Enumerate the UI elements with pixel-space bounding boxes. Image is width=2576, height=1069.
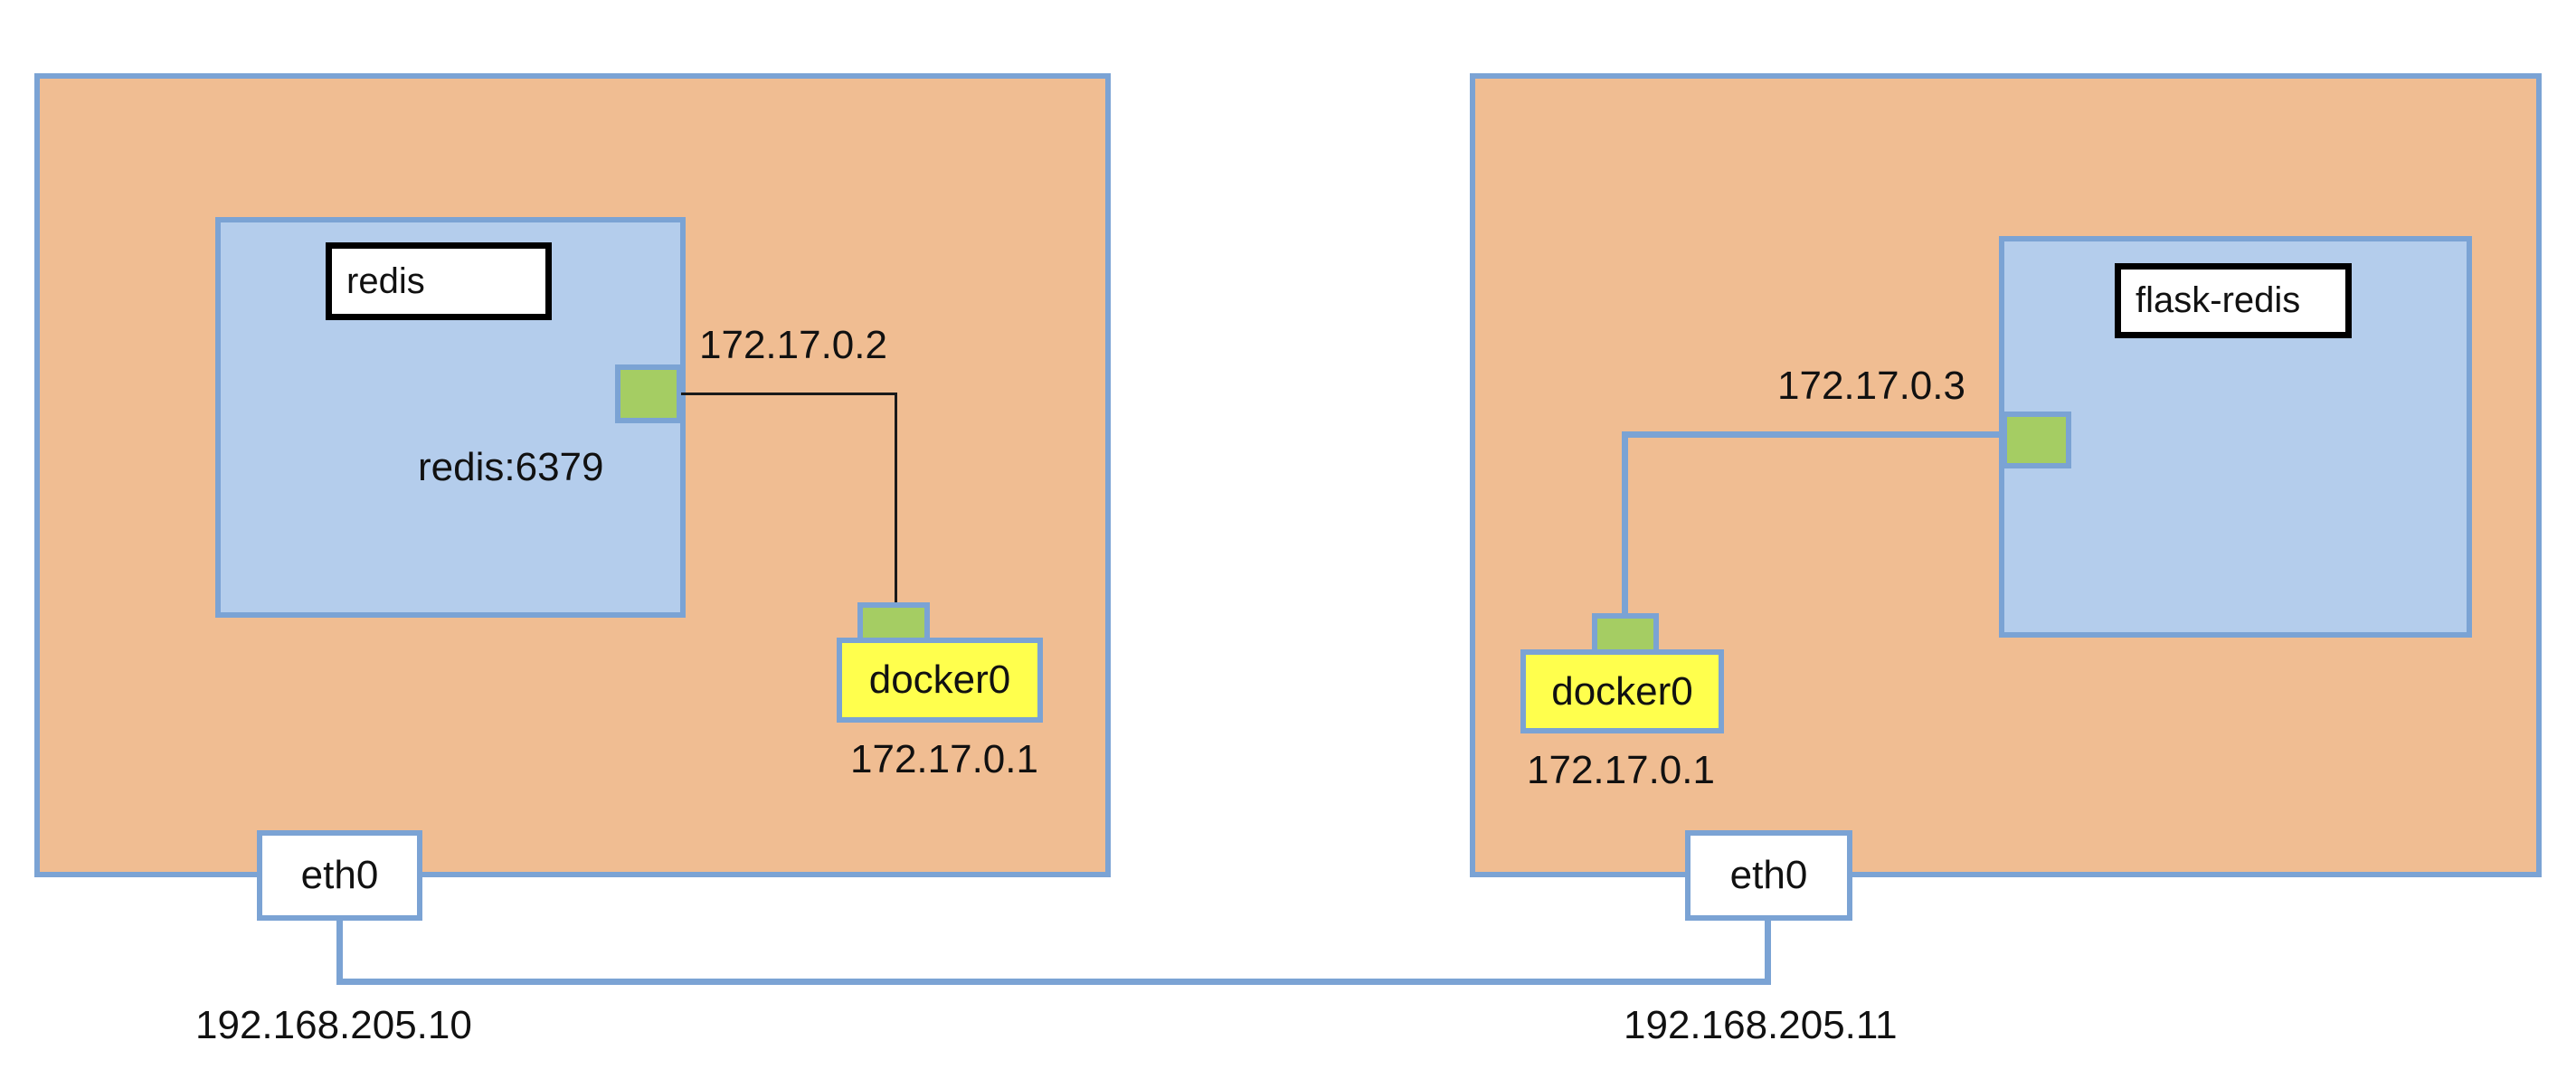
veth-icon-flask-container	[2002, 412, 2071, 468]
link-line-left-horizontal	[681, 393, 897, 395]
image-plate-redis-label: redis	[346, 260, 425, 301]
ip-label-host-right: 192.168.205.11	[1624, 1003, 1898, 1047]
bridge-label-docker0-right: docker0	[1551, 668, 1693, 714]
eth0-link-right-vertical	[1765, 917, 1771, 985]
image-plate-flask-redis: flask-redis	[2115, 263, 2352, 338]
ip-label-docker0-right: 172.17.0.1	[1527, 748, 1715, 792]
image-plate-redis: redis	[326, 242, 552, 320]
eth0-link-left-vertical	[336, 917, 343, 985]
bridge-label-docker0-left: docker0	[868, 657, 1011, 702]
ip-label-docker0-left: 172.17.0.1	[850, 737, 1038, 781]
bridge-box-docker0-right: docker0	[1520, 649, 1724, 733]
host-trunk-line	[336, 979, 1771, 985]
eth0-label-right: eth0	[1729, 853, 1808, 897]
service-label-redis: redis:6379	[418, 445, 604, 489]
veth-icon-redis-container	[615, 364, 682, 423]
link-line-left-vertical	[895, 393, 897, 610]
eth0-box-right: eth0	[1685, 830, 1852, 921]
link-line-right-horizontal	[1622, 431, 2005, 438]
eth0-box-left: eth0	[257, 830, 422, 921]
ip-label-container-left: 172.17.0.2	[699, 323, 887, 367]
image-plate-flask-redis-label: flask-redis	[2136, 280, 2301, 320]
link-line-right-vertical	[1622, 431, 1628, 620]
bridge-box-docker0-left: docker0	[837, 638, 1043, 723]
ip-label-host-left: 192.168.205.10	[195, 1003, 472, 1047]
ip-label-container-right: 172.17.0.3	[1777, 364, 1965, 408]
eth0-label-left: eth0	[300, 853, 379, 897]
